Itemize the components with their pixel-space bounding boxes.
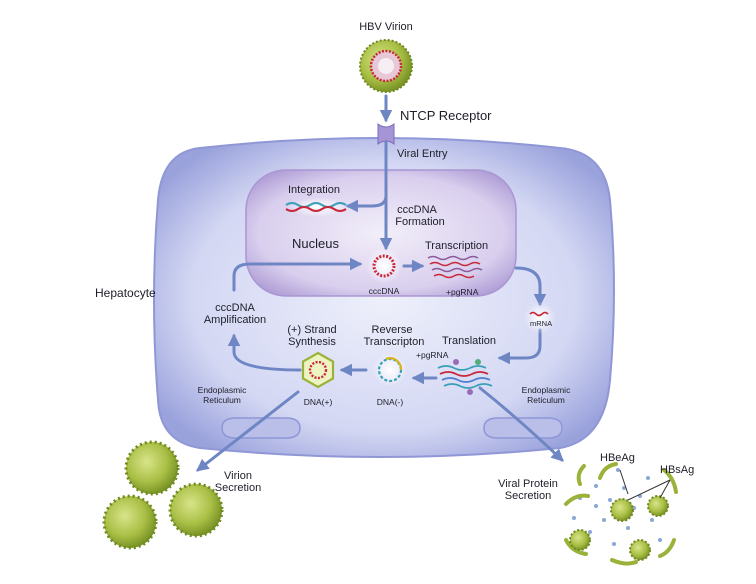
hbsag-label: HBsAg [660,464,695,476]
translation-label: Translation [442,335,497,347]
viral-entry-label: Viral Entry [397,148,448,160]
integrated-dna-icon [285,197,348,217]
er-right-label-1: Endoplasmic [521,385,571,395]
hepatocyte-label: Hepatocyte [95,286,156,300]
er-right-tube [483,417,563,439]
pgrna-cytoplasm-label: +pgRNA [416,350,449,360]
viral-protein-cluster-icon [564,462,678,566]
viral-protein-secretion-label-2: Secretion [504,490,552,502]
arrow-to-mrna [514,266,547,307]
arrow-to-amplification [227,333,302,372]
arrow-mrna-to-translation [497,328,542,365]
ntcp-receptor-label: NTCP Receptor [400,108,492,123]
hbv-virion-label: HBV Virion [359,21,413,33]
arrow-protein-secretion [478,386,564,462]
pgrna-nucleus-label: +pgRNA [446,287,479,297]
arrow-integration [345,194,388,213]
hbv-virion-icon [359,39,413,93]
reverse-transcription-label-2: Transcripton [363,336,425,348]
arrow-virion-secretion [196,390,300,472]
pgrna-transcripts-icon [427,255,483,279]
arrow-amplification-to-nucleus [232,257,363,292]
pathway-arrows [196,94,564,472]
cccdna-amplification-label-2: Amplification [203,314,267,326]
dna-minus-icon [373,353,407,387]
reverse-transcription-label-1: Reverse [371,324,413,336]
viral-protein-secretion-label-1: Viral Protein [498,478,558,490]
cccdna-icon [366,248,402,284]
cccdna-label: cccDNA [368,286,400,296]
mrna-icon [524,302,556,334]
dna-minus-label: DNA(-) [376,397,404,407]
er-right-label-2: Reticulum [527,395,565,405]
secreted-virions-icon [102,440,224,550]
er-left-label-1: Endoplasmic [197,385,247,395]
virion-secretion-label-1: Virion [224,470,252,482]
dna-plus-label: DNA(+) [303,397,333,407]
cccdna-formation-label-2: Formation [395,216,445,228]
hbeag-label: HBeAg [600,452,635,464]
nucleus-label: Nucleus [292,236,339,251]
ntcp-receptor-icon [377,123,395,145]
translation-ribbons-icon [437,359,493,395]
cccdna-amplification-label-1: cccDNA [215,302,255,314]
mrna-label: mRNA [530,319,553,328]
integration-label: Integration [288,184,340,196]
transcription-label: Transcription [425,240,489,252]
er-left-label-2: Reticulum [203,395,241,405]
er-left-tube [221,417,301,439]
virion-secretion-label-2: Secretion [214,482,262,494]
strand-synthesis-label-1: (+) Strand [287,324,337,336]
dna-plus-icon [301,351,335,389]
strand-synthesis-label-2: Synthesis [288,336,336,348]
cccdna-formation-label-1: cccDNA [397,204,437,216]
